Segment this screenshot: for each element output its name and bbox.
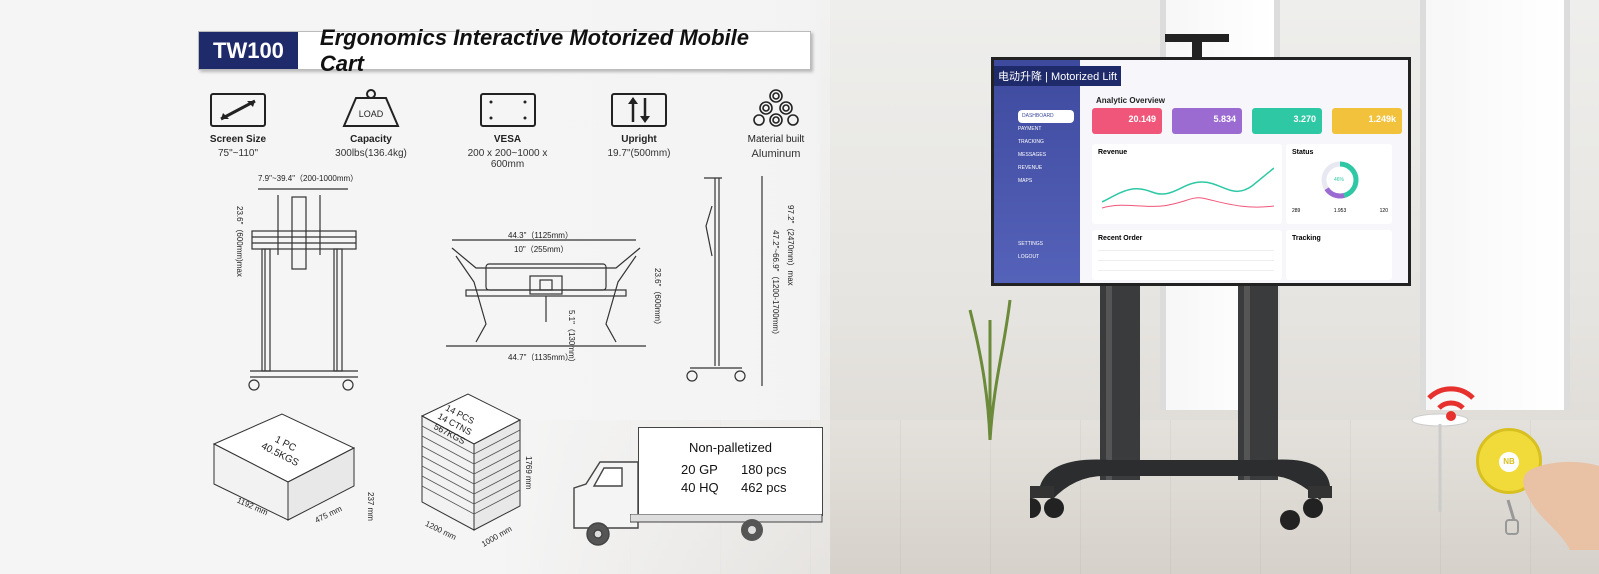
container-type: 20 GP: [681, 462, 718, 477]
spec-material: Material built Aluminum: [721, 88, 831, 160]
vesa-icon: [479, 93, 536, 127]
dim-base-bottom: 44.7"（1135mm）: [508, 353, 573, 362]
dim-front-width: 7.9"~39.4"（200-1000mm）: [258, 174, 359, 183]
tracking-title: Tracking: [1292, 235, 1321, 242]
shipping-row: 20 GP 180 pcs: [681, 462, 801, 477]
kpi-card: 1.249k: [1332, 108, 1402, 134]
sidebar-item[interactable]: TRACKING: [1018, 139, 1044, 145]
dim-pallet-height: 1769 mm: [524, 456, 533, 490]
title-banner: TW100 Ergonomics Interactive Motorized M…: [198, 24, 811, 76]
spec-value: 200 x 200~1000 x 600mm: [467, 148, 548, 170]
recent-order-panel: Recent Order: [1092, 230, 1282, 280]
shipping-title: Non-palletized: [688, 440, 773, 455]
status-panel: Status 46% 289 1.953 120: [1286, 144, 1392, 224]
container-type: 40 HQ: [681, 480, 719, 495]
tracking-panel: Tracking: [1286, 230, 1392, 280]
status-title: Status: [1292, 149, 1314, 156]
motorized-lift-label: 电动升降 | Motorized Lift: [994, 66, 1121, 86]
spec-value: 19.7"(500mm): [607, 148, 671, 159]
kpi-cards: 20.149 5.834 3.270 1.249k: [1092, 108, 1402, 134]
sidebar-item[interactable]: PAYMENT: [1018, 126, 1042, 132]
truck-trailer: [630, 514, 823, 541]
model-badge: TW100: [199, 32, 298, 69]
side-table: [1411, 413, 1469, 512]
sidebar-item[interactable]: DASHBOARD: [1018, 110, 1074, 123]
dashboard-sidebar: DASHBOARD PAYMENT TRACKING MESSAGES REVE…: [994, 60, 1080, 283]
side-view-drawing: [686, 176, 763, 386]
remote-logo: NB: [1499, 452, 1519, 472]
plant-decor: [968, 299, 1012, 440]
dim-side-inner: 47.2"~66.9"（1200-1700mm）: [771, 230, 780, 340]
dashboard-title: Analytic Overview: [1096, 96, 1165, 105]
pallet-package-stack: [420, 393, 522, 531]
dim-base-center: 5.1"（130mm）: [567, 310, 576, 367]
hand-holding-remote: [1505, 461, 1599, 550]
kpi-card: 3.270: [1252, 108, 1322, 134]
status-num: 289: [1292, 208, 1301, 214]
sidebar-item[interactable]: SETTINGS: [1018, 241, 1044, 247]
load-icon-text: LOAD: [359, 109, 384, 119]
status-num: 1.953: [1333, 208, 1347, 214]
status-donut: [1321, 161, 1359, 199]
spec-vesa: VESA 200 x 200~1000 x 600mm: [450, 92, 565, 170]
material-icon: [753, 89, 799, 127]
sidebar-item[interactable]: REVENUE: [1018, 165, 1043, 171]
spec-label: Material built: [747, 134, 805, 145]
page-title: Ergonomics Interactive Motorized Mobile …: [319, 24, 749, 76]
spec-label: Upright: [621, 134, 657, 145]
revenue-chart: [1102, 167, 1274, 209]
spec-label: Screen Size: [209, 134, 267, 145]
mobile-cart-stand: [1030, 34, 1332, 530]
window-right: [1420, 0, 1570, 410]
spec-value: Aluminum: [751, 148, 801, 160]
recent-order-title: Recent Order: [1098, 235, 1143, 242]
single-package-box: [212, 413, 356, 521]
spec-upright: Upright 19.7"(500mm): [584, 92, 694, 159]
sidebar-item[interactable]: MESSAGES: [1018, 152, 1047, 158]
container-qty: 462 pcs: [741, 480, 787, 495]
dim-front-height: 23.6"（600mm)max: [235, 206, 244, 277]
dim-single-height: 237 mm: [366, 492, 375, 521]
sidebar-item[interactable]: LOGOUT: [1018, 254, 1040, 260]
dim-base-top: 44.3"（1125mm）: [508, 231, 573, 240]
dim-base-mid: 10"（255mm）: [514, 245, 569, 254]
upright-icon: [611, 93, 667, 127]
spec-label: Capacity: [350, 134, 392, 145]
sidebar-menu: DASHBOARD PAYMENT TRACKING MESSAGES REVE…: [1018, 110, 1074, 264]
dim-base-depth: 23.6"（600mm）: [653, 268, 662, 330]
sidebar-item[interactable]: MAPS: [1018, 178, 1033, 184]
shipping-row: 40 HQ 462 pcs: [681, 480, 801, 495]
shipping-box: Non-palletized 20 GP 180 pcs 40 HQ 462 pcs: [638, 427, 823, 516]
status-numbers: 289 1.953 120: [1292, 208, 1388, 214]
load-capacity-icon: LOAD: [342, 89, 400, 127]
wireless-signal-icon: [1427, 386, 1475, 421]
status-percent: 46%: [1334, 177, 1345, 183]
revenue-panel: Revenue: [1092, 144, 1282, 224]
base-view-drawing: [446, 239, 646, 347]
kpi-card: 5.834: [1172, 108, 1242, 134]
revenue-title: Revenue: [1098, 149, 1128, 156]
spec-screen-size: Screen Size 75"~110": [183, 92, 293, 159]
kpi-card: 20.149: [1092, 108, 1162, 134]
dim-side-outer: 97.2"（2470mm）max: [786, 205, 795, 286]
spec-label: VESA: [493, 134, 522, 145]
truck-cab-icon: [573, 461, 639, 546]
spec-capacity: LOAD Capacity 300lbs(136.4kg): [316, 88, 426, 159]
status-num: 120: [1379, 208, 1388, 214]
monitor-screen: DASHBOARD PAYMENT TRACKING MESSAGES REVE…: [994, 60, 1408, 283]
front-view-drawing: [248, 188, 358, 391]
spec-value: 300lbs(136.4kg): [335, 148, 407, 159]
screen-size-icon: [210, 93, 266, 127]
container-qty: 180 pcs: [741, 462, 787, 477]
spec-value: 75"~110": [217, 148, 258, 159]
